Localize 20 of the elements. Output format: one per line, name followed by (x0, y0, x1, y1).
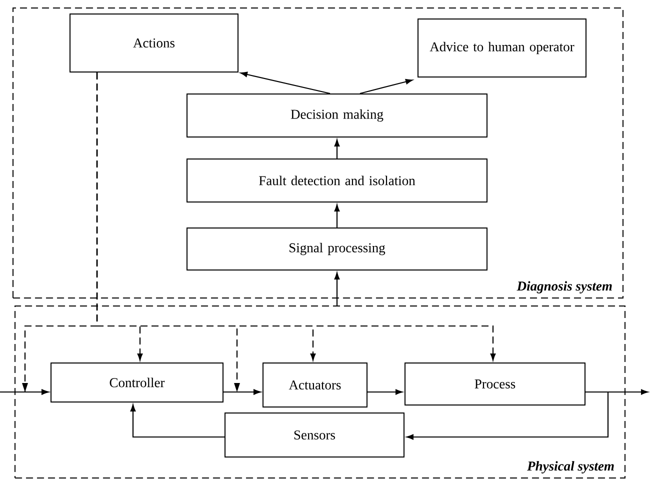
arrow (406, 391, 609, 440)
arrow (130, 404, 224, 438)
process-box: Advice to human operator (418, 18, 586, 78)
arrow (334, 139, 340, 158)
process-box: Actions (70, 14, 238, 72)
arrow (224, 389, 261, 395)
arrow (334, 272, 340, 306)
arrow (0, 389, 49, 395)
process-box: Fault detection and isolation (186, 158, 488, 202)
arrow (360, 79, 413, 94)
process-box: Process (404, 362, 586, 406)
arrow (240, 72, 330, 94)
process-box: Actuators (262, 362, 368, 408)
arrow (334, 204, 340, 228)
process-box: Controller (50, 362, 224, 402)
arrow (368, 389, 403, 395)
process-box: Sensors (224, 412, 404, 458)
process-box: Decision making (186, 94, 488, 138)
arrow (96, 72, 496, 360)
process-box: Signal processing (186, 228, 488, 270)
